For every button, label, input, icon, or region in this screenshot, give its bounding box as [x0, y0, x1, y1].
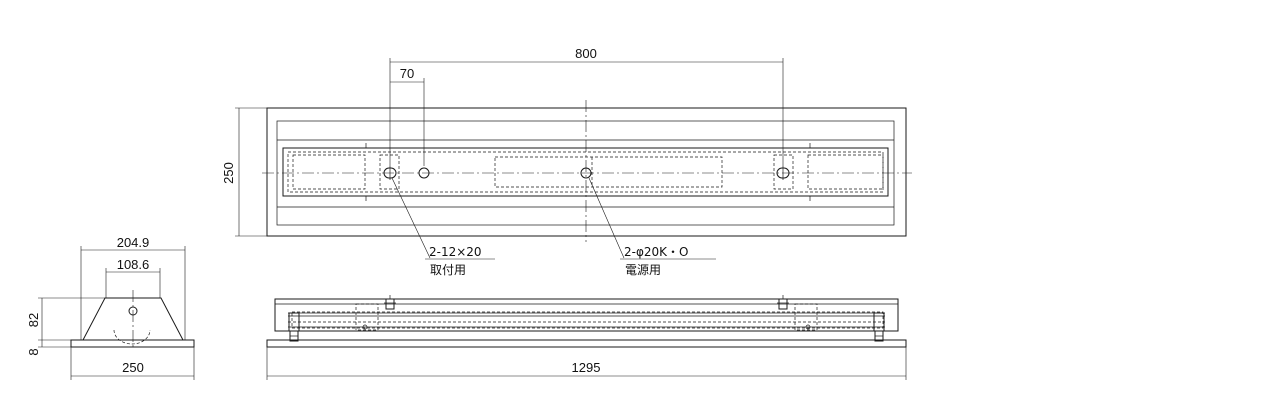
dim-204-9-label: 204.9 — [117, 235, 150, 250]
callout-mount-spec: 2-12×20 — [429, 245, 482, 259]
dim-82-label: 82 — [26, 313, 41, 327]
callout-mount-label: 取付用 — [430, 263, 466, 277]
plan-ballast-box — [494, 156, 723, 188]
front-flange — [266, 339, 907, 348]
dim-1295-label: 1295 — [572, 360, 601, 375]
callout-power-leader — [588, 177, 625, 259]
dim-250-plan-label: 250 — [221, 162, 236, 184]
plan-bracket-right — [773, 154, 794, 190]
side-flange — [70, 339, 195, 348]
front-body — [274, 298, 899, 332]
plan-outer-frame — [266, 107, 907, 237]
dim-70-label: 70 — [400, 66, 414, 81]
plan-view: 800 70 250 2-12×20 取付用 2-φ20K・O 電源用 — [221, 46, 912, 277]
callout-power-spec: 2-φ20K・O — [624, 245, 688, 259]
front-view: 1295 — [266, 295, 907, 380]
callout-power-label: 電源用 — [625, 263, 661, 277]
side-view: 204.9 108.6 82 8 250 — [26, 235, 195, 380]
dim-800-label: 800 — [575, 46, 597, 61]
dim-250-side-label: 250 — [122, 360, 144, 375]
dim-108-6-label: 108.6 — [117, 257, 150, 272]
dim-8-label: 8 — [26, 348, 41, 355]
plan-bracket-left — [379, 154, 400, 190]
plan-body — [282, 147, 889, 197]
callout-mount-leader — [391, 177, 431, 259]
